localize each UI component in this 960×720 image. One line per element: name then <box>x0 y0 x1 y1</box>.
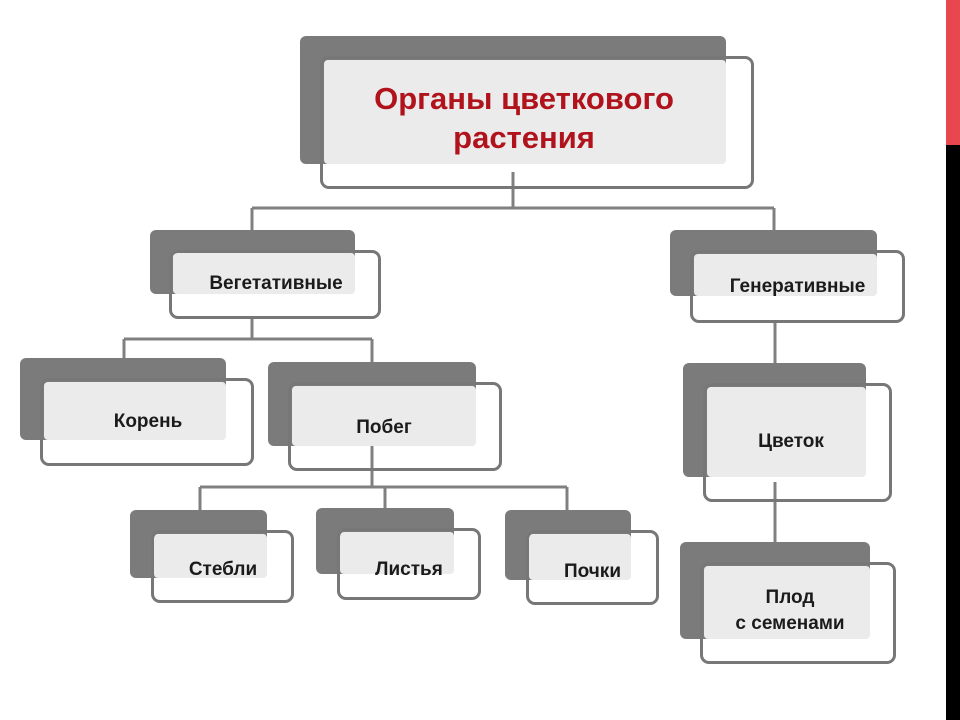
node-buds-label: Почки <box>563 561 621 583</box>
accent-bar-red <box>946 0 960 145</box>
node-leaves-label: Листья <box>375 559 443 581</box>
node-generative-label: Генеративные <box>729 276 866 298</box>
node-root-organ-label: Корень <box>113 411 183 433</box>
node-stems-label: Стебли <box>188 559 258 581</box>
node-vegetative-label: Вегетативные <box>209 273 343 295</box>
node-root-label: Органы цветкового растения <box>374 81 674 155</box>
accent-bar-black <box>946 145 960 720</box>
node-fruit-label: Плод с семенами <box>735 587 845 634</box>
node-flower-label: Цветок <box>758 431 824 453</box>
node-shoot-label: Побег <box>356 417 412 439</box>
